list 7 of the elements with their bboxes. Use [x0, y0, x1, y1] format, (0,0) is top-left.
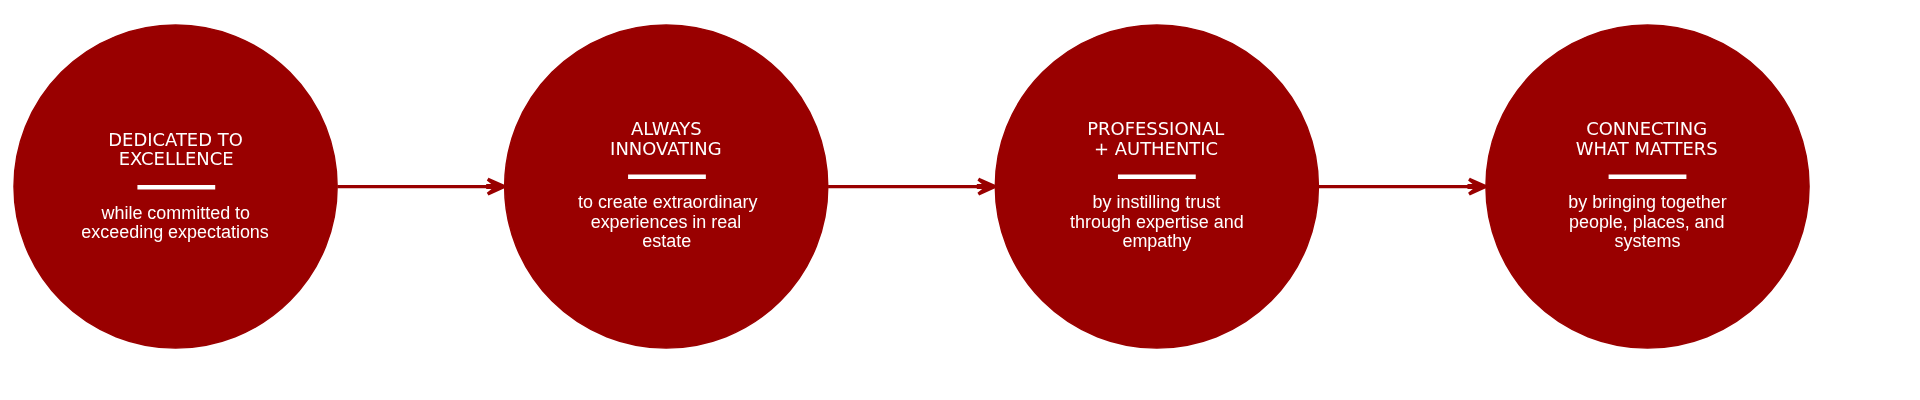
arrow: [1318, 177, 1488, 196]
node-circle: PROFESSIONAL + AUTHENTIC by instilling trust through expertise and empathy: [994, 24, 1320, 349]
arrow: [337, 177, 506, 196]
node-circle: CONNECTING WHAT MATTERS by bringing together people, places, and systems: [1485, 24, 1810, 349]
node-circle: DEDICATED TO EXCELLENCE while committed to exceeding expectations: [13, 24, 338, 349]
node-circle: ALWAYS INNOVATING to create extraordinary experiences in real estate: [503, 24, 829, 349]
arrow: [828, 177, 997, 196]
